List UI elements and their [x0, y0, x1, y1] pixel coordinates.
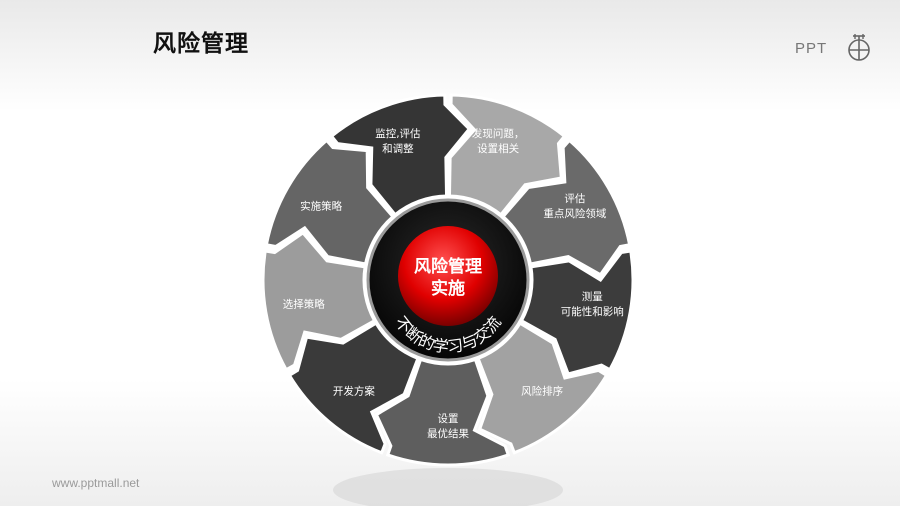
logo-text: PPT	[795, 40, 828, 57]
segment-label: 选择策略	[282, 298, 325, 311]
center-title: 风险管理 实施	[414, 257, 482, 299]
wheel-segment	[329, 93, 472, 217]
wheel-segment	[261, 230, 377, 372]
segment-label: 评估 重点风险领域	[543, 192, 607, 220]
wheel-segment	[447, 93, 567, 217]
segment-label: 监控,评估 和调整	[375, 128, 421, 156]
wheel-segment	[264, 138, 396, 266]
logo-icon	[848, 34, 870, 61]
wheel-segment	[374, 357, 511, 467]
segment-label: 测量 可能性和影响	[560, 291, 624, 319]
wheel-segment	[519, 249, 635, 376]
center-core	[398, 226, 498, 326]
page-title: 风险管理	[153, 31, 249, 57]
wheel-reflection	[333, 468, 563, 506]
logo: PPT	[795, 30, 875, 64]
wheel-segment	[287, 321, 420, 455]
wheel-segment	[500, 138, 632, 277]
segment-label: 发现问题， 设置相关	[471, 128, 525, 156]
segment-label: 开发方案	[332, 385, 375, 398]
wheel-segment	[476, 321, 609, 455]
segment-label: 风险排序	[521, 385, 564, 398]
segment-label: 实施策略	[300, 200, 343, 213]
segment-label: 设置 最优结果	[427, 412, 469, 440]
footer-url: www.pptmall.net	[52, 476, 140, 490]
